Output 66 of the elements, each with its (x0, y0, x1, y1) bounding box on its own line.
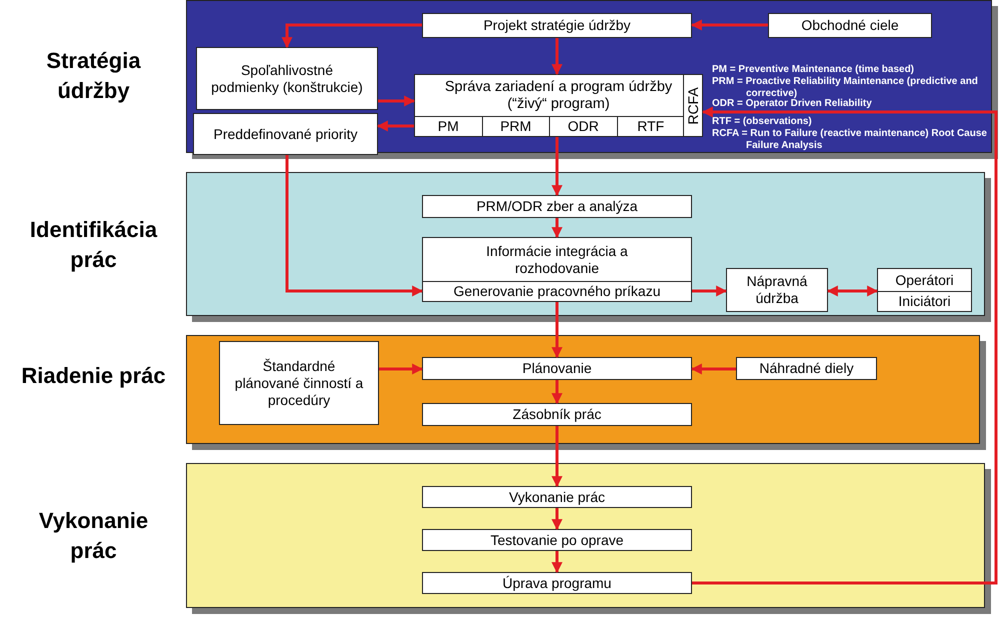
process-box (193, 113, 378, 155)
box-label: Správa zariadení a program údržby (“živý“ program) (444, 79, 674, 113)
arrow (552, 380, 562, 404)
process-box (422, 195, 692, 218)
arrow (286, 155, 424, 296)
abbreviation-note: ODR = Operator Driven Reliability (712, 98, 873, 110)
process-box (422, 237, 692, 302)
arrow (378, 96, 416, 106)
process-box (414, 74, 703, 137)
vertical-label: RCFA (685, 86, 701, 124)
process-box (422, 13, 692, 38)
box-label: Generovanie pracovného príkazu (453, 283, 661, 300)
arrow (552, 302, 562, 358)
arrow (692, 286, 728, 296)
arrow (552, 38, 562, 76)
box-label: Náhradné diely (759, 360, 854, 377)
arrow (552, 508, 562, 530)
box-label: Úprava programu (502, 574, 612, 592)
section-heading: Vykonanie prác (38, 507, 150, 565)
process-box (422, 357, 692, 380)
process-box (219, 341, 379, 425)
box-label: Štandardné plánované činností a procedúry (234, 358, 364, 408)
section-heading: Stratégia údržby (45, 47, 142, 105)
arrow (826, 286, 878, 296)
table-cell: PRM (482, 117, 549, 136)
arrow (552, 137, 562, 196)
process-box (422, 572, 692, 594)
section-heading: Riadenie prác (20, 362, 167, 390)
process-box (196, 47, 378, 110)
arrow (282, 24, 422, 48)
box-label: PRM/ODR zber a analýza (476, 198, 638, 215)
box-label: Iniciátori (898, 293, 951, 310)
arrow (690, 20, 768, 30)
section-heading: Identifikácia prác (28, 216, 158, 274)
box-label: Projekt stratégie údržby (483, 17, 631, 34)
process-box (736, 357, 877, 380)
process-box (422, 529, 692, 551)
table-cell: ODR (549, 117, 616, 136)
arrow (552, 218, 562, 238)
process-box (726, 268, 828, 312)
process-box (422, 403, 692, 426)
arrow (690, 364, 736, 374)
arrow (552, 551, 562, 574)
arrow (692, 106, 998, 584)
box-label: Preddefinované priority (214, 126, 358, 142)
box-label: Spoľahlivostné podmienky (konštrukcie) (210, 62, 364, 96)
abbreviation-note: PM = Preventive Maintenance (time based) (712, 64, 916, 76)
box-label: Obchodné ciele (801, 17, 899, 34)
box-label: Operátori (895, 272, 954, 288)
arrow (552, 426, 562, 488)
arrow (376, 120, 414, 132)
box-label: Informácie integrácia a rozhodovanie (485, 242, 629, 276)
arrow (379, 364, 424, 374)
box-label: Vykonanie prác (509, 488, 605, 506)
process-box (768, 13, 932, 38)
table-cell: RTF (616, 117, 684, 136)
box-label: Nápravná údržba (746, 273, 808, 307)
box-label: Plánovanie (522, 360, 592, 377)
abbreviation-note: PRM = Proactive Reliability Maintenance (predictive and corrective) (712, 76, 979, 98)
box-label: Zásobník prác (512, 406, 602, 423)
box-label: Testovanie po oprave (490, 532, 624, 548)
abbreviation-note: RTF = (observations) (712, 116, 813, 128)
process-box (422, 486, 692, 508)
table-cell-text: PM (436, 117, 460, 136)
abbreviation-note: RCFA = Run to Failure (reactive maintenance) Root Cause Failure Analysis (712, 128, 988, 151)
process-box (877, 268, 972, 312)
